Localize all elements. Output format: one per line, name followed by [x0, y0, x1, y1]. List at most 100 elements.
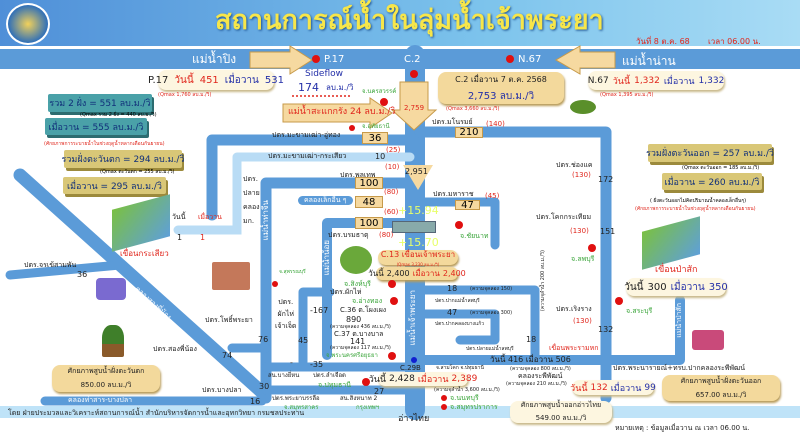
ping-arrow	[249, 45, 313, 75]
phonlathep-label: ปตร.พลเทพ	[340, 171, 376, 179]
c13-yest: 2,400	[442, 269, 466, 278]
phakhai-gate-label: ปตร.ผักไห่เจ้าเจ็ด	[275, 296, 296, 332]
small-canals-qmax: (60)	[384, 208, 399, 216]
c36-flow: 890	[346, 315, 362, 324]
chongkhae-qmax: (130)	[572, 171, 591, 179]
c29b-dot	[411, 357, 417, 363]
krasiao-yest-label: เมื่อวาน	[198, 213, 222, 221]
c13-qmax: (Qmax 3,230 ลบ.ม./วิ)	[396, 261, 440, 267]
east-potential-value: 657.00 ลบ.ม./วิ	[695, 390, 747, 399]
pasak-today: 300	[647, 281, 667, 293]
chorakhe-canal	[5, 260, 125, 280]
chongkhae-label: ปตร.ช่องแค	[556, 161, 593, 169]
lopburi-canal	[415, 285, 540, 365]
west-total-box: รวม 2 ฝั่ง = 551 ลบ.ม./วิ	[48, 94, 152, 112]
c13-downstream-level: +15.70	[398, 236, 439, 249]
rama6-flow: 18	[526, 335, 537, 344]
roengrang-qmax: (130)	[573, 317, 592, 325]
gulf-label: อ่าวไทย	[398, 414, 430, 424]
phrayabanlue-label: ปตร.พระยาบรรลือ	[272, 395, 320, 402]
p17-box-label: P.17	[148, 74, 169, 86]
c2-qmax: (Qmax 3,660 ลบ.ม./วิ)	[446, 106, 500, 112]
c29b-today-label: วันนี้	[368, 375, 387, 385]
narai-today: 132	[590, 382, 608, 393]
lopburi2-cap: (ความจุคลอง 300)	[470, 310, 513, 316]
c13-box: C.13 เขื่อนเจ้าพระยา (Qmax 3,230 ลบ.ม./วิ…	[378, 249, 458, 267]
phophraya-flow: 76	[258, 335, 269, 344]
west-potential-title: ศักยภาพสูบน้ำฝั่งตะวันตก	[67, 367, 145, 375]
lopburi2-label: ปตร.ปากคลองบางแก้ว	[435, 321, 485, 327]
rama6-cap: (ความจุลำน้ำ 200 ลบ.ม./วิ)	[540, 250, 546, 312]
chorakhe-label: ปตร.จรเข้สามพัน	[24, 261, 77, 269]
c13-inflow: 2,951	[405, 167, 428, 176]
krasiao-gate-flow: 10	[375, 152, 386, 161]
songphinong-canal	[13, 168, 272, 402]
krasiao-gate-label: ปตร.มะขามเฒ่า-กระเสียว	[268, 152, 347, 160]
lamchuat-label: ปตร.ลำเจือด	[313, 372, 346, 379]
plaikhlong-line: คลอง	[243, 203, 260, 211]
page-title: สถานการณ์น้ำในลุ่มน้ำเจ้าพระยา	[215, 5, 604, 36]
phonlathep-flow: 100	[355, 177, 383, 189]
n67-today-label: วันนี้	[612, 76, 631, 87]
maharaj-label: ปตร.มหาราช	[433, 190, 474, 198]
suphan-label: จ.สุพรรณบุรี	[279, 269, 306, 275]
west-side-box: รวมฝั่งตะวันตก = 294 ลบ.ม./วิ	[62, 150, 184, 168]
nakhonsawan-dot	[380, 98, 388, 106]
house-icon	[692, 330, 724, 350]
ayutthaya-dot	[388, 352, 396, 360]
pasak-today-label: วันนี้	[624, 281, 644, 293]
n67-qmax: (Qmax 1,395 ลบ.ม./วิ)	[600, 92, 654, 98]
songphinong-flow: 74	[222, 351, 233, 360]
rapiphat-label: คลองระพีพัฒน์	[518, 372, 563, 380]
time: เวลา 06.00 น.	[708, 37, 761, 46]
chao-phraya-label: แม่น้ำเจ้าพระยา	[408, 290, 417, 346]
ayutthaya-label: จ.พระนครศรีอยุธยา	[326, 352, 378, 359]
khokkrathiam-label: ปตร.โคกกระเทียม	[536, 213, 592, 221]
building-icon	[212, 262, 250, 290]
khokkrathiam-qmax: (130)	[570, 227, 589, 235]
tree-icon	[340, 246, 372, 274]
pathum-label: จ.ปทุมธานี	[318, 381, 351, 389]
krasiao-dam-label: เขื่อนกระเสียว	[120, 249, 169, 258]
c2-label: C.2	[404, 54, 421, 65]
phakhai-line: ปตร.	[278, 298, 294, 306]
maharaj-canal	[415, 197, 500, 250]
p17-label: P.17	[324, 54, 345, 65]
tha-chin-label: แม่น้ำท่าจีน	[261, 200, 270, 241]
p17-qmax: (Qmax 1,760 ลบ.ม./วิ)	[158, 92, 212, 98]
plaikhlong-line: มก.	[243, 217, 255, 225]
c29b-yest: 2,389	[451, 374, 478, 384]
manorom-flow: 210	[455, 127, 483, 138]
singhanat-flow: 27	[374, 387, 385, 396]
c29b-cap: (ความจุลำน้ำ 3,600 ลบ.ม./วิ)	[434, 387, 500, 393]
phakhai-canal	[298, 287, 335, 367]
n67-yest: 1,332	[698, 75, 725, 86]
c13-today: 2,400	[386, 269, 410, 278]
krasiao-today-label: วันนี้	[172, 213, 186, 221]
samutprakan-dot	[441, 404, 447, 410]
lopburi1-label: ปตร.ปากแม่น้ำลพบุรี	[435, 298, 480, 304]
west-note: (ศักยภาพการระบายน้ำในช่วงฤดูน้ำหลากเดือน…	[44, 141, 165, 147]
plaikhlong-line: ปลาย	[243, 189, 260, 197]
songphinong-label: ปตร.สองพี่น้อง	[153, 345, 197, 353]
inflow-triangle	[403, 165, 433, 190]
n67-dot	[506, 55, 514, 63]
small-canals-label: คลองเล็กอื่น ๆ	[298, 196, 353, 205]
tree-icon	[102, 325, 124, 357]
bangkok-label: กรุงเทพฯ	[356, 404, 380, 411]
c37-flow: 141	[350, 337, 366, 346]
east-note1: ( ฝั่งตะวันออกไม่คิดปริมาณน้ำคลองเล็กอื่…	[650, 198, 747, 204]
c29b-yest-label: เมื่อวาน	[417, 375, 449, 385]
nan-arrow	[555, 45, 616, 75]
plaikhlong-gate-label: ปตร.ปลายคลองมก.	[243, 172, 260, 228]
singhanat-label: สน.สิงหนาท 2	[340, 395, 378, 402]
header	[0, 0, 800, 46]
c2-down-arrow	[390, 81, 438, 131]
phakhai2-label: ปตร.ผักไห่	[330, 288, 362, 296]
house-icon	[96, 278, 126, 300]
c13-name: C.13 เขื่อนเจ้าพระยา	[380, 249, 456, 259]
c2-unit: ลบ.ม./วิ	[499, 90, 535, 102]
uthong-gate-label: ปตร.มะขามเฒ่า-อู่ทอง	[272, 131, 341, 139]
